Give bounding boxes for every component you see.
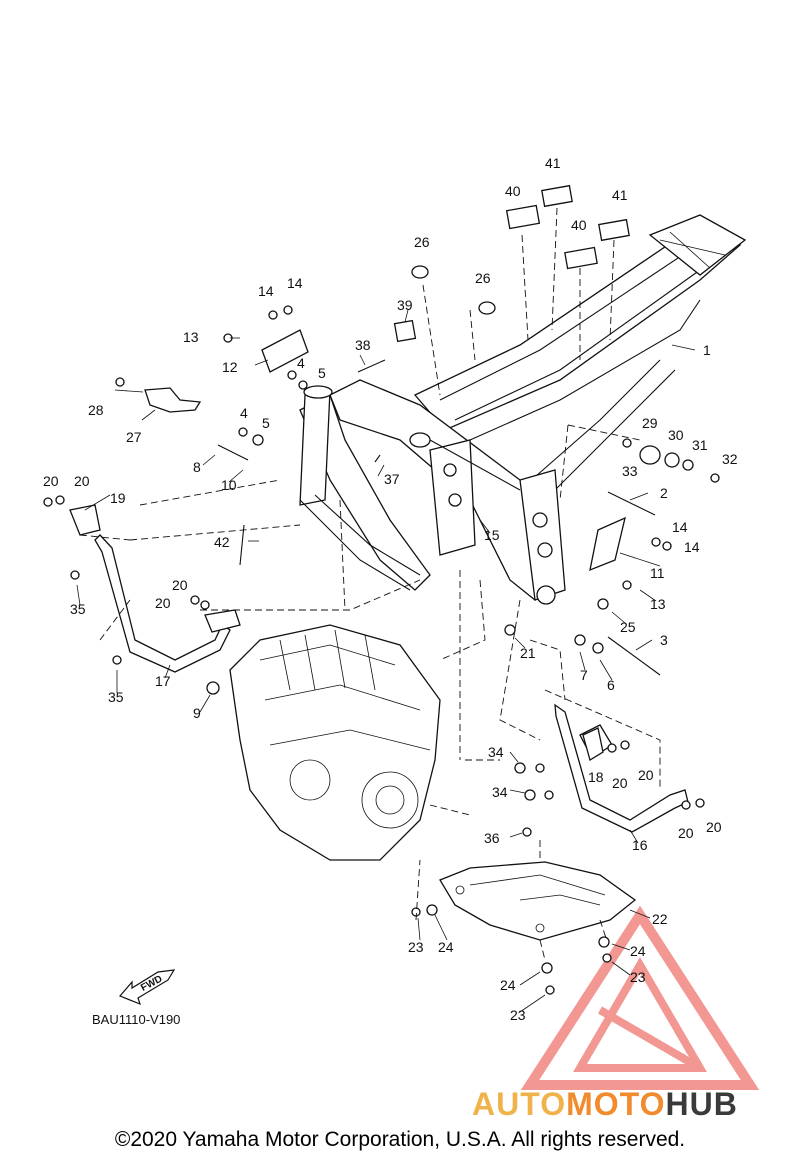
callout-38: 38 <box>355 337 371 353</box>
callout-8: 8 <box>193 459 201 475</box>
callout-15: 15 <box>484 527 500 543</box>
callout-14: 14 <box>672 519 688 535</box>
fwd-label: FWD <box>139 974 164 994</box>
labels-40-41 <box>505 184 630 270</box>
forward-direction-badge: FWD <box>118 969 176 1006</box>
callout-10: 10 <box>221 477 237 493</box>
right-engine-guard <box>554 703 689 833</box>
callout-20: 20 <box>74 473 90 489</box>
bracket-12 <box>261 329 309 373</box>
left-engine-guard <box>69 504 241 673</box>
callout-22: 22 <box>652 911 668 927</box>
callout-40: 40 <box>505 183 521 199</box>
callout-numbers: 1 2 3 4 4 5 5 6 7 8 9 10 11 12 13 13 14 … <box>43 155 738 1023</box>
callout-32: 32 <box>722 451 738 467</box>
collar-26 <box>411 265 496 315</box>
callout-20: 20 <box>706 819 722 835</box>
diagram-code: BAU1110-V190 <box>92 1012 181 1027</box>
callout-4: 4 <box>297 355 305 371</box>
callout-40: 40 <box>571 217 587 233</box>
callout-5: 5 <box>318 365 326 381</box>
callout-14: 14 <box>258 283 274 299</box>
callout-29: 29 <box>642 415 658 431</box>
callout-20: 20 <box>612 775 628 791</box>
callout-16: 16 <box>632 837 648 853</box>
callout-26: 26 <box>475 270 491 286</box>
callout-37: 37 <box>384 471 400 487</box>
callout-12: 12 <box>222 359 238 375</box>
callout-24: 24 <box>500 977 516 993</box>
callout-34: 34 <box>488 744 504 760</box>
engine-outline <box>229 624 441 861</box>
callout-35: 35 <box>108 689 124 705</box>
callout-42: 42 <box>214 534 230 550</box>
callout-23: 23 <box>408 939 424 955</box>
callout-4: 4 <box>240 405 248 421</box>
callout-27: 27 <box>126 429 142 445</box>
reference-lines <box>79 207 661 961</box>
callout-20: 20 <box>43 473 59 489</box>
callout-24: 24 <box>630 943 646 959</box>
callout-18: 18 <box>588 769 604 785</box>
callout-25: 25 <box>620 619 636 635</box>
callout-30: 30 <box>668 427 684 443</box>
bracket-27 <box>144 387 202 413</box>
main-frame <box>299 214 747 605</box>
callout-20: 20 <box>172 577 188 593</box>
callout-5: 5 <box>262 415 270 431</box>
callout-41: 41 <box>545 155 561 171</box>
callout-17: 17 <box>155 673 171 689</box>
bracket-18 <box>582 727 604 762</box>
collar-29-30 <box>639 445 694 471</box>
callout-35: 35 <box>70 601 86 617</box>
callout-23: 23 <box>630 969 646 985</box>
callout-11: 11 <box>650 565 665 581</box>
callout-24: 24 <box>438 939 454 955</box>
brand-word-hub: HUB <box>665 1086 738 1122</box>
bracket-11 <box>589 516 626 572</box>
automotohub-watermark: AUTOMOTOHUB <box>472 1086 738 1123</box>
callout-20: 20 <box>155 595 171 611</box>
callout-3: 3 <box>660 632 668 648</box>
bolts <box>43 305 720 995</box>
callout-28: 28 <box>88 402 104 418</box>
callout-2: 2 <box>660 485 668 501</box>
pad-39 <box>393 319 417 343</box>
callout-1: 1 <box>703 342 711 358</box>
callout-21: 21 <box>520 645 536 661</box>
callout-9: 9 <box>193 705 201 721</box>
callout-20: 20 <box>678 825 694 841</box>
callout-31: 31 <box>692 437 708 453</box>
callout-26: 26 <box>414 234 430 250</box>
callout-6: 6 <box>607 677 615 693</box>
callout-39: 39 <box>397 297 413 313</box>
callout-19: 19 <box>110 490 126 506</box>
copyright-notice: ©2020 Yamaha Motor Corporation, U.S.A. A… <box>114 1128 686 1151</box>
callout-13: 13 <box>183 329 199 345</box>
callout-14: 14 <box>287 275 303 291</box>
callout-41: 41 <box>612 187 628 203</box>
callout-20: 20 <box>638 767 654 783</box>
callout-34: 34 <box>492 784 508 800</box>
callout-33: 33 <box>622 463 638 479</box>
callout-23: 23 <box>510 1007 526 1023</box>
brand-word-moto: MOTO <box>566 1086 666 1122</box>
callout-13: 13 <box>650 596 666 612</box>
callout-36: 36 <box>484 830 500 846</box>
callout-14: 14 <box>684 539 700 555</box>
callout-7: 7 <box>580 667 588 683</box>
leader-lines <box>76 309 696 1013</box>
skid-plate <box>439 861 637 941</box>
brand-word-auto: AUTO <box>472 1086 567 1122</box>
automotohub-logo-mark <box>520 905 760 1090</box>
